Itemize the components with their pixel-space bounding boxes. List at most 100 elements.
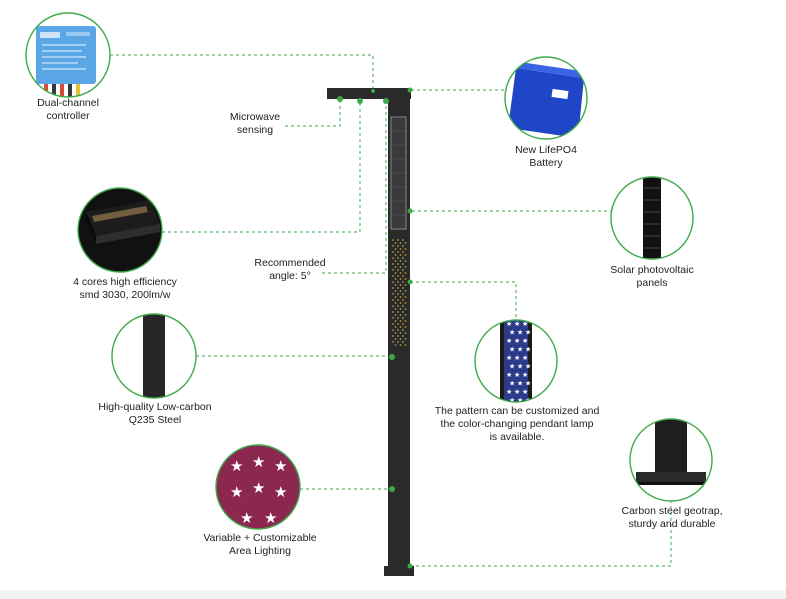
led-dot (394, 320, 397, 322)
label-battery: New LifePO4 Battery (515, 144, 577, 169)
led-dot (404, 332, 407, 334)
led-dot (394, 284, 397, 286)
led-dot (404, 242, 407, 244)
pattern-star-icon: ★ (525, 380, 531, 388)
led-dot (397, 293, 399, 295)
callout-pattern: ★★★★★★★★★★★★★★★★★★★★★★★★★★★★★★ (474, 319, 558, 403)
led-dot (402, 269, 404, 271)
pattern-star-icon: ★ (509, 346, 515, 354)
led-dot (392, 293, 394, 295)
led-dot (399, 278, 402, 280)
led-dot (402, 299, 404, 301)
bottom-bar (0, 590, 786, 599)
led-dot (394, 302, 397, 304)
led-dot (404, 248, 407, 250)
led-dot (397, 263, 399, 265)
area-star-icon: ★ (230, 457, 243, 475)
led-dot (392, 263, 394, 265)
led-dot (394, 338, 397, 340)
leader-lines (110, 54, 672, 567)
led-dot (404, 266, 407, 268)
led-dot (397, 239, 399, 241)
led-dot (404, 308, 407, 310)
led-dot (392, 239, 394, 241)
led-dot (392, 317, 394, 319)
solar-panel-image (643, 177, 661, 259)
pattern-star-icon: ★ (514, 354, 520, 362)
led-dot (394, 266, 397, 268)
base-plate-image (636, 472, 706, 482)
led-dot (402, 341, 404, 343)
pole-base-plate (384, 566, 414, 576)
label-area: Variable + Customizable Area Lighting (203, 532, 317, 557)
led-dot (397, 287, 399, 289)
label-solar: Solar photovoltaic panels (610, 264, 694, 289)
led-dot (402, 305, 404, 307)
led-dot (392, 299, 394, 301)
led-dot (394, 260, 397, 262)
led-dot (397, 251, 399, 253)
callout-base (629, 418, 713, 502)
led-dot (394, 314, 397, 316)
led-dot (404, 314, 407, 316)
led-dot (392, 269, 394, 271)
led-dot (392, 275, 394, 277)
led-dot (402, 281, 404, 283)
battery-image (508, 68, 584, 138)
led-dot (402, 323, 404, 325)
led-dot (399, 284, 402, 286)
led-dot (402, 245, 404, 247)
steel-pole-image (143, 314, 165, 398)
pattern-star-icon: ★ (506, 354, 512, 362)
led-dot (404, 302, 407, 304)
led-dot (399, 266, 402, 268)
base-post-image (655, 419, 687, 474)
led-dot (397, 281, 399, 283)
led-dot (399, 338, 402, 340)
led-dot (394, 254, 397, 256)
led-dot (404, 284, 407, 286)
led-dot (397, 257, 399, 259)
led-dot (394, 326, 397, 328)
pattern-star-icon: ★ (506, 371, 512, 379)
led-dot (402, 317, 404, 319)
led-dot (392, 257, 394, 259)
pattern-star-icon: ★ (525, 329, 531, 337)
led-dot (399, 242, 402, 244)
led-dot (394, 278, 397, 280)
leader-angle (322, 100, 387, 274)
pattern-star-icon: ★ (517, 363, 523, 371)
leader-controller (110, 54, 374, 89)
led-dot (399, 314, 402, 316)
led-dot (392, 251, 394, 253)
dot-arm-top (371, 89, 375, 93)
pattern-star-icon: ★ (509, 329, 515, 337)
pattern-star-icon: ★ (514, 337, 520, 345)
led-dot (399, 308, 402, 310)
led-dot (402, 335, 404, 337)
led-dot (399, 302, 402, 304)
led-dot (404, 254, 407, 256)
pattern-star-icon: ★ (522, 371, 528, 379)
label-controller: Dual-channel controller (37, 97, 99, 122)
led-dot (404, 320, 407, 322)
pattern-star-icon: ★ (522, 320, 528, 328)
led-dot (392, 281, 394, 283)
area-star-icon: ★ (252, 479, 265, 497)
led-dot (392, 323, 394, 325)
led-dot (402, 275, 404, 277)
led-dot (397, 335, 399, 337)
led-dot (402, 263, 404, 265)
led-dot (394, 242, 397, 244)
led-dot (397, 275, 399, 277)
led-dot (397, 317, 399, 319)
controller-image (36, 26, 96, 84)
dot-area (389, 486, 395, 492)
dot-arm-1 (337, 96, 343, 102)
dot-base (407, 563, 413, 569)
led-dot (402, 293, 404, 295)
led-dot (397, 329, 399, 331)
pole-led-pattern (392, 239, 407, 346)
